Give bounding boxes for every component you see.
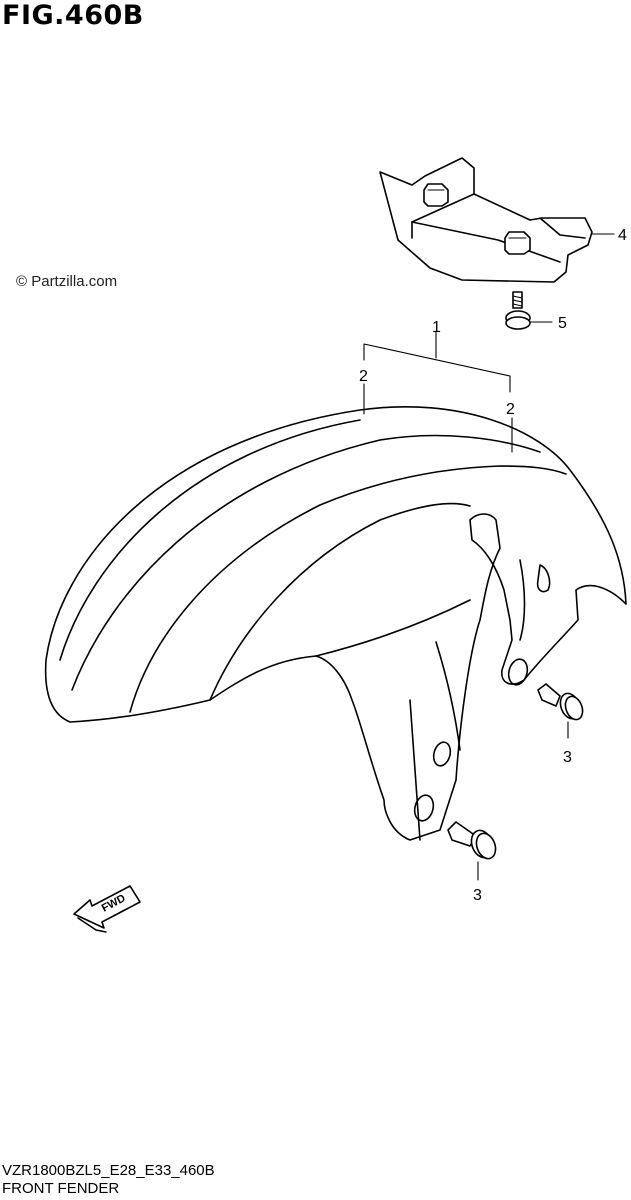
bracket-part-4[interactable] (379, 157, 593, 283)
callout-3-upper: 3 (563, 749, 572, 766)
callout-2-right: 2 (506, 401, 515, 418)
fwd-arrow-icon: FWD (73, 885, 141, 933)
figure-title: FIG.460B (2, 0, 144, 31)
callout-3-lower: 3 (473, 887, 482, 904)
callout-2-left: 2 (359, 368, 368, 385)
diagram-caption: FRONT FENDER (2, 1180, 120, 1197)
diagram-code: VZR1800BZL5_E28_E33_460B (2, 1162, 215, 1179)
leader-lines (363, 233, 615, 881)
screw-part-5[interactable] (505, 291, 531, 330)
front-fender-part-1[interactable] (44, 406, 627, 841)
callout-5: 5 (558, 315, 567, 332)
callout-4: 4 (618, 227, 627, 244)
bolt-part-3-upper[interactable] (537, 683, 586, 722)
bolt-part-3-lower[interactable] (447, 821, 499, 861)
watermark: © Partzilla.com (16, 273, 118, 290)
callout-1: 1 (432, 319, 441, 336)
